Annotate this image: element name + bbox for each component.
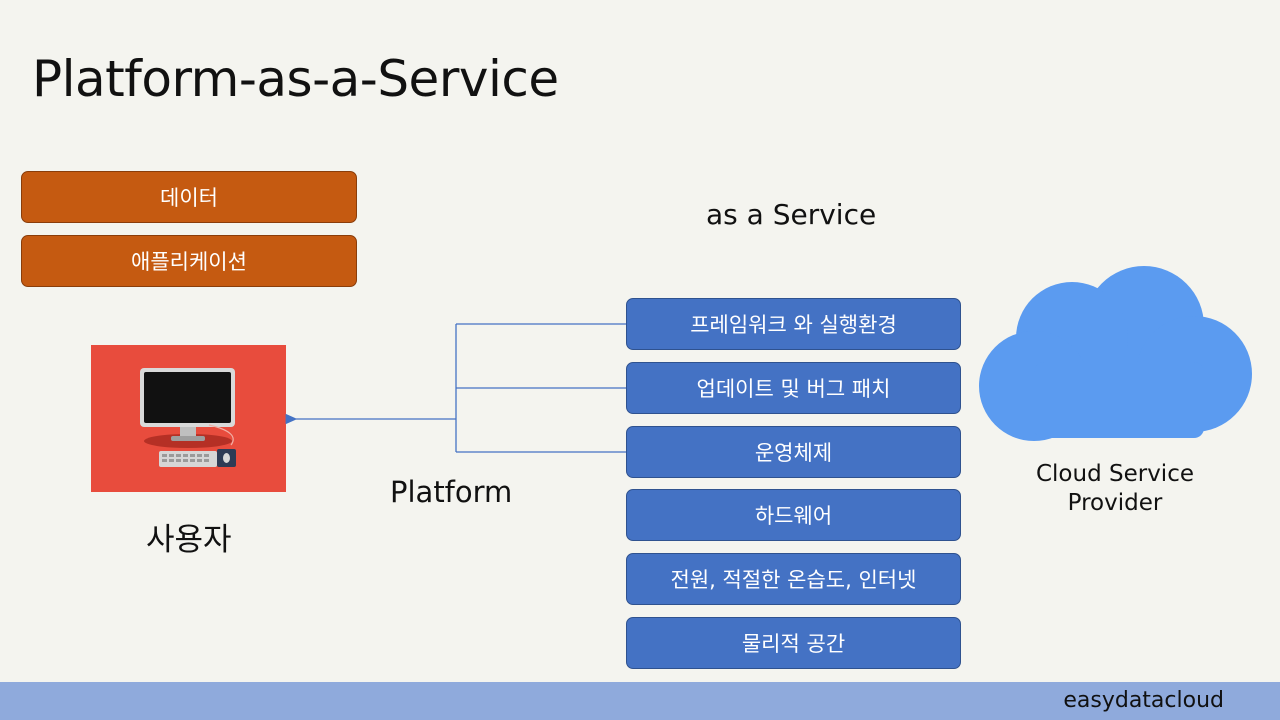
monitor-stand (180, 427, 196, 437)
user-layer-data: 데이터 (21, 171, 357, 223)
mouse (223, 453, 230, 463)
service-heading: as a Service (706, 198, 877, 231)
service-layer-os: 운영체제 (626, 426, 961, 478)
footer-brand: easydatacloud (1063, 688, 1224, 713)
monitor-base (171, 436, 205, 441)
service-layer-updates: 업데이트 및 버그 패치 (626, 362, 961, 414)
cable (208, 424, 234, 446)
service-layer-physical-space: 물리적 공간 (626, 617, 961, 669)
user-computer-panel (91, 345, 286, 492)
provider-label: Cloud Service Provider (1010, 460, 1220, 518)
footer-bar (0, 682, 1280, 720)
user-layer-application: 애플리케이션 (21, 235, 357, 287)
service-layer-power-network: 전원, 적절한 온습도, 인터넷 (626, 553, 961, 605)
platform-label: Platform (390, 475, 513, 509)
cloud-icon (979, 266, 1252, 441)
service-layer-framework: 프레임워크 와 실행환경 (626, 298, 961, 350)
keyboard-keys (162, 454, 209, 462)
user-label: 사용자 (146, 522, 232, 558)
provider-label-line2: Provider (1067, 490, 1163, 516)
monitor-screen (144, 372, 231, 423)
service-layer-hardware: 하드웨어 (626, 489, 961, 541)
provider-label-line1: Cloud Service (1035, 461, 1194, 487)
computer-icon (140, 368, 236, 467)
slide-title: Platform-as-a-Service (32, 50, 559, 108)
